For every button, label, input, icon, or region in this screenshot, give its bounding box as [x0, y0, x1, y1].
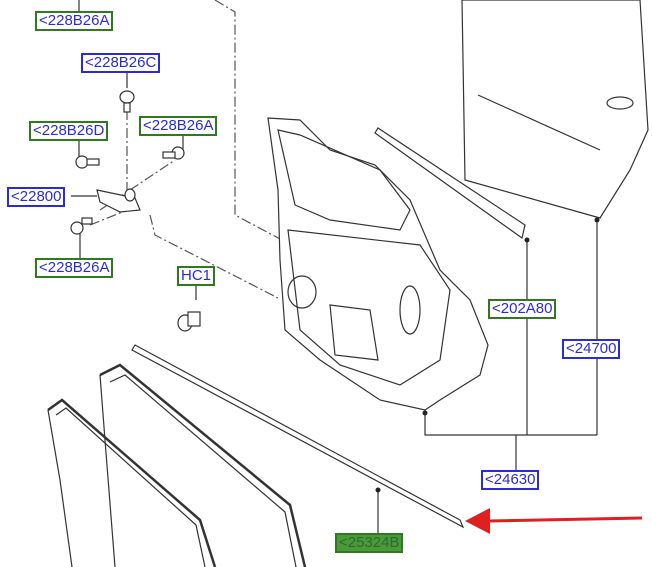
callout-228b26a-right[interactable]: <228B26A — [139, 116, 218, 136]
callout-228b26a-bottom[interactable]: <228B26A — [35, 258, 114, 278]
callout-hc1[interactable]: HC1 — [177, 266, 216, 286]
callout-22800[interactable]: <22800 — [7, 187, 66, 207]
callout-228b26a-top[interactable]: <228B26A — [35, 11, 114, 31]
callout-228b26d[interactable]: <228B26D — [29, 121, 109, 141]
callout-24630[interactable]: <24630 — [481, 470, 540, 490]
callout-228b26c[interactable]: <228B26C — [81, 53, 161, 73]
callout-24700[interactable]: <24700 — [562, 339, 621, 359]
callout-25324b-highlighted[interactable]: <25324B — [335, 533, 404, 553]
callout-202a80[interactable]: <202A80 — [488, 299, 557, 319]
